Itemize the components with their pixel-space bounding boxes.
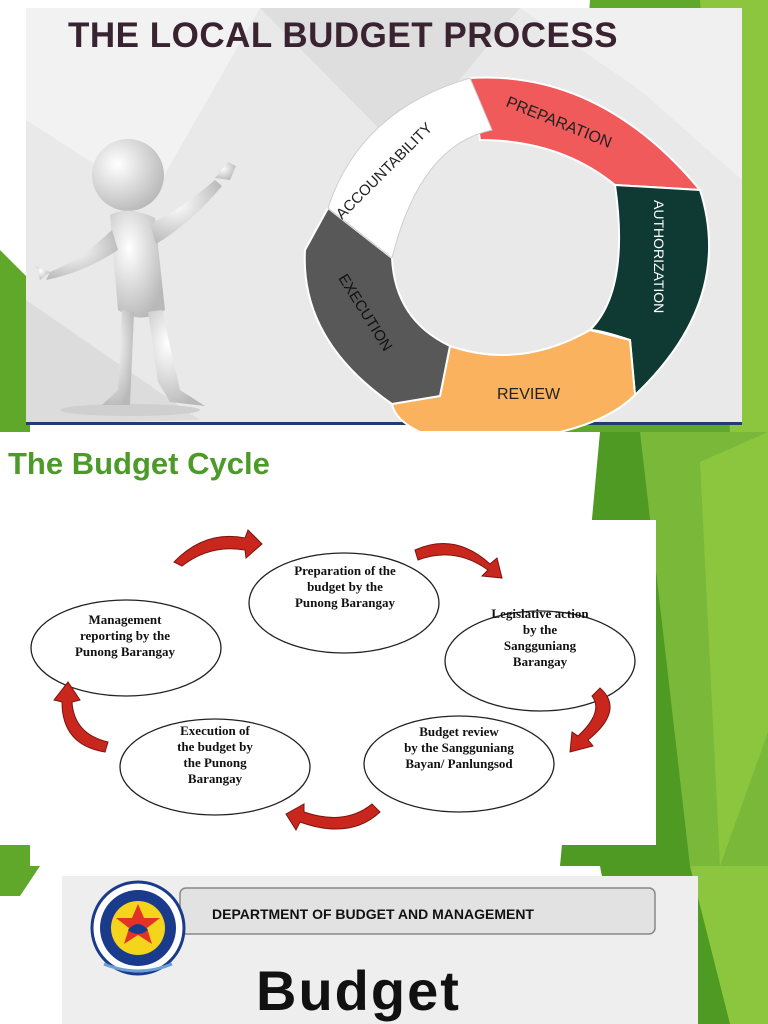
slide2-title: The Budget Cycle: [8, 446, 270, 481]
cycle-arrow: [569, 687, 611, 753]
cycle-step-outline: [363, 715, 555, 813]
cycle-step-outline: [444, 610, 636, 712]
stage-label-authorization: AUTHORIZATION: [651, 200, 667, 313]
slide-local-budget-process: The Local Budget Process PREPARATION AUT…: [0, 0, 768, 432]
presenter-figure: [36, 139, 236, 416]
stage-accountability-segment: [327, 77, 493, 259]
budget-heading: Budget: [256, 959, 461, 1022]
cycle-step-outline: [30, 599, 222, 697]
slide1-title: The Local Budget Process: [68, 16, 619, 55]
dbm-seal-logo: [90, 880, 186, 976]
stage-execution-segment: [303, 206, 452, 406]
stage-authorization-segment: [587, 183, 711, 398]
department-name: DEPARTMENT OF BUDGET AND MANAGEMENT: [212, 906, 534, 922]
slide-dbm-budget: DEPARTMENT OF BUDGET AND MANAGEMENT Budg…: [0, 866, 768, 1024]
cycle-step-management-reporting: Management reporting by the Punong Baran…: [74, 612, 176, 659]
cycle-step-preparation: Preparation of the budget by the Punong …: [294, 563, 396, 610]
budget-cycle-diagram: [30, 529, 636, 832]
cycle-step-budget-review: Budget review by the Sangguniang Bayan/ …: [404, 724, 514, 771]
stage-label-review: REVIEW: [497, 386, 561, 403]
budget-process-ring: PREPARATION AUTHORIZATION REVIEW EXECUTI…: [303, 76, 711, 432]
cycle-arrow: [173, 529, 263, 567]
cycle-step-outline: [248, 552, 440, 654]
cycle-arrow: [414, 543, 503, 579]
cycle-step-legislative-action: Legislative action by the Sangguniang Ba…: [491, 606, 589, 669]
cycle-arrow: [53, 681, 109, 753]
cycle-step-outline: [119, 718, 311, 816]
slide-budget-cycle: The Budget Cycle Preparation of the budg…: [0, 432, 768, 866]
stage-review-segment: [390, 328, 637, 432]
cycle-step-execution: Execution of the budget by the Punong Ba…: [177, 723, 253, 786]
cycle-arrow: [285, 803, 381, 832]
